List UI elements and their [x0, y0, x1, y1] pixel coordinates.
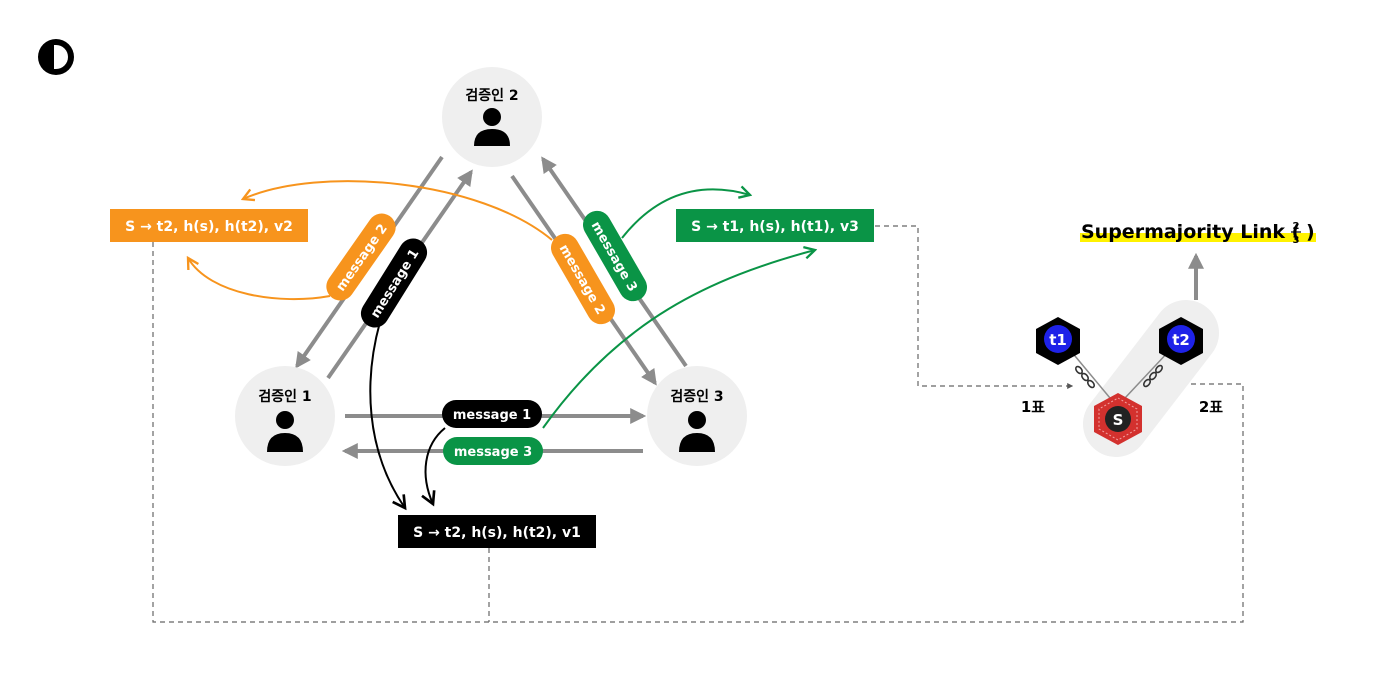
dashed-line-green-box [875, 225, 1074, 389]
svg-text:3: 3 [1293, 235, 1300, 246]
message-3-pill-bottom: message 3 [443, 437, 543, 465]
svg-text:2: 2 [1293, 221, 1300, 232]
person-icon [474, 108, 510, 146]
svg-text:S → t1, h(s), h(t1), v3: S → t1, h(s), h(t1), v3 [691, 219, 859, 235]
vote-count-two: 2표 [1199, 398, 1223, 416]
vote-count-one: 1표 [1021, 398, 1045, 416]
svg-text:Supermajority Link (: Supermajority Link ( [1081, 221, 1300, 243]
checkpoint-t2-label: t2 [1172, 331, 1190, 349]
svg-text:): ) [1306, 221, 1315, 243]
orange-curve-top [243, 180, 553, 241]
vote-box-black: S → t2, h(s), h(t2), v1 [398, 515, 596, 548]
black-curve-short [426, 427, 446, 504]
validator-1-node: 검증인 1 [235, 366, 335, 466]
validator-3-node: 검증인 3 [647, 366, 747, 466]
title-highlight [1080, 233, 1316, 242]
checkpoint-t1-label: t1 [1049, 331, 1067, 349]
supermajority-title: Supermajority Link ( 2 3 ) [1080, 221, 1316, 246]
message-1-pill-bottom: message 1 [442, 400, 542, 428]
source-checkpoint-label: S [1113, 411, 1124, 429]
checkpoint-t2-icon: t2 [1159, 317, 1203, 365]
chain-link-icon [1074, 365, 1096, 389]
validator-2-label: 검증인 2 [465, 87, 518, 104]
svg-text:message 3: message 3 [454, 445, 532, 460]
validator-1-label: 검증인 1 [258, 388, 311, 405]
broadcast-curves [188, 180, 815, 508]
svg-text:S → t2, h(s), h(t2), v2: S → t2, h(s), h(t2), v2 [125, 219, 293, 235]
green-curve-top [621, 189, 750, 239]
svg-text:message 1: message 1 [453, 408, 531, 423]
green-curve-bottom [542, 250, 815, 429]
black-curve-long [369, 321, 405, 508]
svg-text:S → t2, h(s), h(t2), v1: S → t2, h(s), h(t2), v1 [413, 525, 581, 541]
vote-box-orange: S → t2, h(s), h(t2), v2 [110, 209, 308, 242]
person-icon [267, 411, 303, 452]
brand-logo-icon [38, 39, 74, 75]
vote-box-green: S → t1, h(s), h(t1), v3 [676, 209, 874, 242]
person-icon [679, 411, 715, 452]
source-checkpoint-icon: S [1094, 393, 1142, 445]
validator-2-node: 검증인 2 [442, 67, 542, 167]
chain-link-icon [1142, 364, 1164, 388]
checkpoint-t1-icon: t1 [1036, 317, 1080, 365]
validator-3-label: 검증인 3 [670, 388, 723, 405]
dashed-line-orange-box [152, 242, 1244, 623]
orange-curve-bottom [188, 258, 331, 301]
dashed-connectors [152, 225, 1244, 623]
